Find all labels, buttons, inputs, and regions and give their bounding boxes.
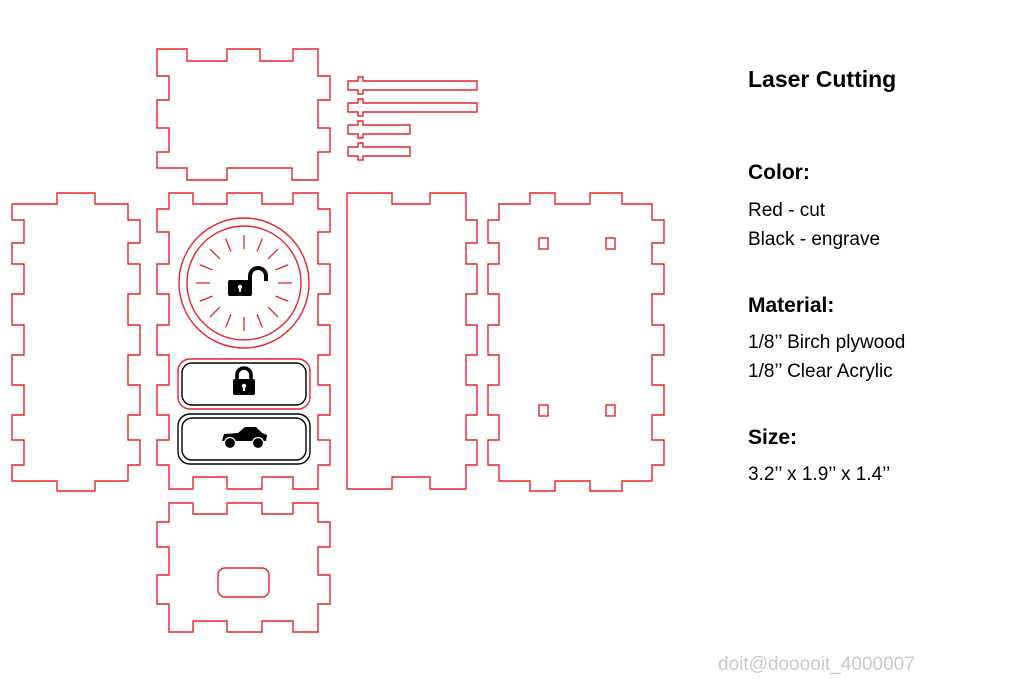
size-list: 3.2’’ x 1.9’’ x 1.4’’ — [748, 460, 890, 489]
color-heading: Color: — [748, 161, 810, 184]
bottom-panel-window — [217, 567, 270, 598]
back-panel — [487, 192, 665, 492]
unlock-icon — [228, 266, 268, 296]
dial-tick — [267, 248, 279, 260]
back-panel-slot — [538, 237, 549, 250]
dial-tick — [275, 295, 289, 302]
dial-tick — [256, 314, 263, 328]
dial-tick — [199, 295, 213, 302]
right-side-panel — [346, 192, 478, 490]
button-pin — [347, 142, 411, 161]
back-panel-slot — [605, 404, 616, 417]
material-line-acrylic: 1/8’’ Clear Acrylic — [748, 361, 893, 382]
watermark: doit@dooooit_4000007 — [718, 654, 915, 675]
material-heading: Material: — [748, 294, 835, 317]
top-lid-panel — [156, 48, 331, 181]
dial-tick — [225, 238, 232, 252]
dial-outer-ring — [178, 217, 310, 349]
car-button-face — [181, 417, 307, 461]
car-button-rim — [177, 413, 311, 465]
dial-tick — [209, 306, 221, 318]
size-heading: Size: — [748, 426, 798, 449]
dial-tick — [209, 248, 221, 260]
dial-tick — [199, 264, 213, 271]
left-side-panel — [11, 192, 141, 492]
dial-tick — [267, 306, 279, 318]
lock-button-rim — [177, 358, 311, 410]
back-panel-slot — [605, 237, 616, 250]
front-panel — [156, 192, 331, 490]
page-title: Laser Cutting — [748, 66, 897, 92]
dial-inner-ring — [186, 225, 302, 341]
material-line-plywood: 1/8’’ Birch plywood — [748, 332, 906, 353]
dial-ticks — [196, 235, 292, 331]
lock-icon — [233, 366, 255, 395]
bottom-panel — [156, 502, 331, 633]
size-line-dimensions: 3.2’’ x 1.9’’ x 1.4’’ — [748, 464, 891, 485]
color-line-engrave: Black - engrave — [748, 229, 881, 250]
color-line-cut: Red - cut — [748, 200, 826, 221]
dial-tick — [275, 264, 289, 271]
button-pin — [347, 120, 411, 139]
material-list: 1/8’’ Birch plywood 1/8’’ Clear Acrylic — [748, 328, 905, 386]
color-list: Red - cut Black - engrave — [748, 196, 880, 254]
back-panel-slot — [538, 404, 549, 417]
button-pin — [347, 76, 478, 95]
dial-tick — [256, 238, 263, 252]
dial-tick — [225, 314, 232, 328]
car-icon — [222, 427, 267, 450]
lock-button-face — [181, 362, 307, 406]
button-pin — [347, 98, 478, 117]
